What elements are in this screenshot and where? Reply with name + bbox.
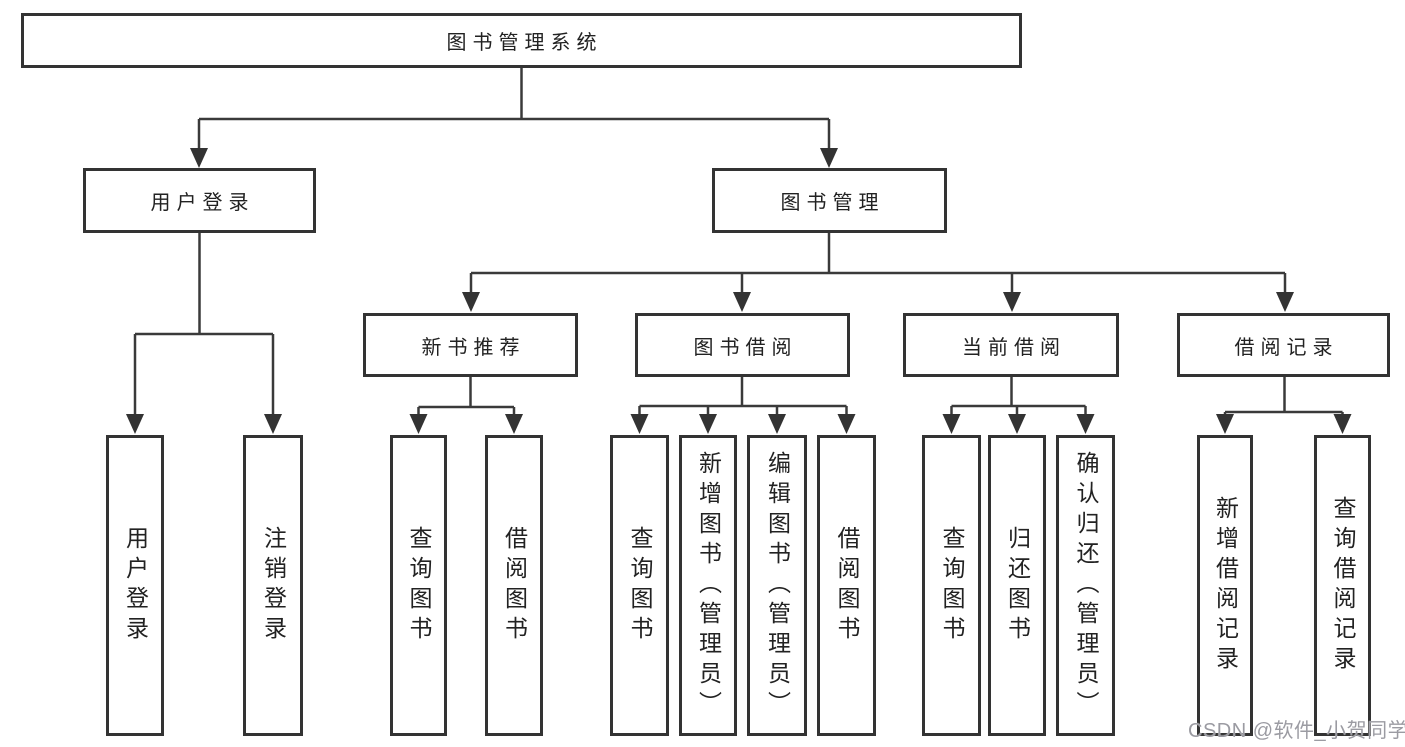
node-book-borrowing: 图书借阅 xyxy=(635,313,850,377)
edge-root-to-level2 xyxy=(190,68,838,168)
edge-user-login-to-leaves xyxy=(126,233,282,434)
leaf-newbooks-query-books: 查询图书 xyxy=(390,435,447,736)
leaf-user-login: 用户登录 xyxy=(106,435,164,736)
leaf-records-add-borrow-record: 新增借阅记录 xyxy=(1197,435,1253,736)
node-user-login: 用户登录 xyxy=(83,168,316,233)
node-new-book-recommendation: 新书推荐 xyxy=(363,313,578,377)
edge-current-borrow-to-leaves xyxy=(942,377,1095,434)
node-borrowing-records: 借阅记录 xyxy=(1177,313,1390,377)
leaf-current-return-books: 归还图书 xyxy=(988,435,1046,736)
node-current-borrowing: 当前借阅 xyxy=(903,313,1119,377)
leaf-current-query-books: 查询图书 xyxy=(922,435,981,736)
leaf-borrowing-edit-books-admin: 编辑图书（管理员） xyxy=(747,435,807,736)
edge-book-management-to-level3 xyxy=(462,233,1294,312)
leaf-borrowing-add-books-admin: 新增图书（管理员） xyxy=(679,435,737,736)
leaf-logout: 注销登录 xyxy=(243,435,303,736)
node-library-management-system: 图书管理系统 xyxy=(21,13,1022,68)
node-book-management: 图书管理 xyxy=(712,168,947,233)
csdn-watermark: CSDN @软件_小贺同学 xyxy=(1188,720,1405,742)
leaf-borrowing-query-books: 查询图书 xyxy=(610,435,669,736)
leaf-borrowing-borrow-books: 借阅图书 xyxy=(817,435,876,736)
leaf-current-confirm-return-admin: 确认归还（管理员） xyxy=(1056,435,1115,736)
edge-book-borrow-to-leaves xyxy=(630,377,856,434)
edge-new-books-to-leaves xyxy=(409,377,523,434)
leaf-newbooks-borrow-books: 借阅图书 xyxy=(485,435,543,736)
leaf-records-query-borrow-record: 查询借阅记录 xyxy=(1314,435,1371,736)
edge-borrow-records-to-leaves xyxy=(1216,377,1352,434)
